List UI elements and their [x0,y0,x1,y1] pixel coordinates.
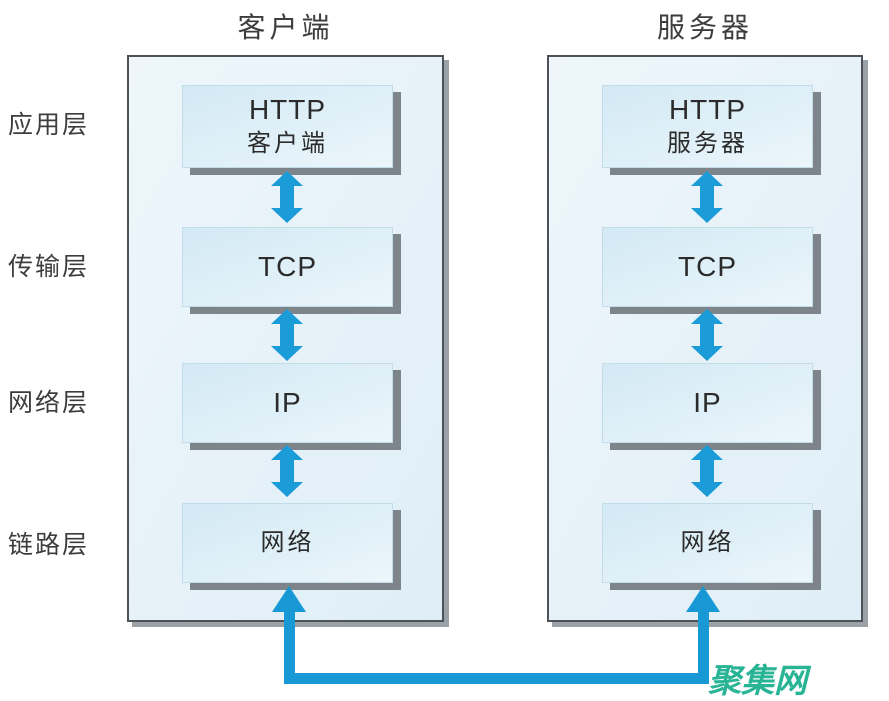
client-http-label: HTTP [248,93,327,125]
watermark: 聚集网 [708,662,807,699]
client-box-network: 网络 [182,503,393,583]
connector-up-arrowhead-left-icon [272,586,306,612]
layer-label-link: 链路层 [8,531,90,559]
server-tcp-label: TCP [678,251,737,282]
server-box-ip: IP [602,363,813,443]
connector-vertical-right [698,610,709,684]
server-column-title: 服务器 [656,12,753,43]
client-box-http: HTTP 客户端 [182,85,393,168]
layer-label-application: 应用层 [8,111,90,139]
layer-label-transport: 传输层 [8,253,90,281]
client-ip-label: IP [273,387,302,418]
client-tcp-label: TCP [258,251,317,282]
client-network-label: 网络 [260,529,315,556]
server-box-http: HTTP 服务器 [602,85,813,168]
client-box-ip: IP [182,363,393,443]
server-network-label: 网络 [680,529,735,556]
server-ip-label: IP [693,387,722,418]
server-box-tcp: TCP [602,227,813,307]
client-column-title: 客户端 [237,12,334,43]
server-http-sublabel: 服务器 [667,129,748,157]
connector-vertical-left [284,610,295,684]
client-http-sublabel: 客户端 [247,129,328,157]
double-arrow-icon [691,445,723,497]
double-arrow-icon [691,309,723,361]
layer-label-network: 网络层 [8,389,90,417]
client-box-tcp: TCP [182,227,393,307]
server-box-network: 网络 [602,503,813,583]
server-http-label: HTTP [668,93,747,125]
connector-horizontal [284,673,709,684]
double-arrow-icon [271,309,303,361]
double-arrow-icon [271,445,303,497]
double-arrow-icon [691,171,723,223]
double-arrow-icon [271,171,303,223]
connector-up-arrowhead-right-icon [686,586,720,612]
